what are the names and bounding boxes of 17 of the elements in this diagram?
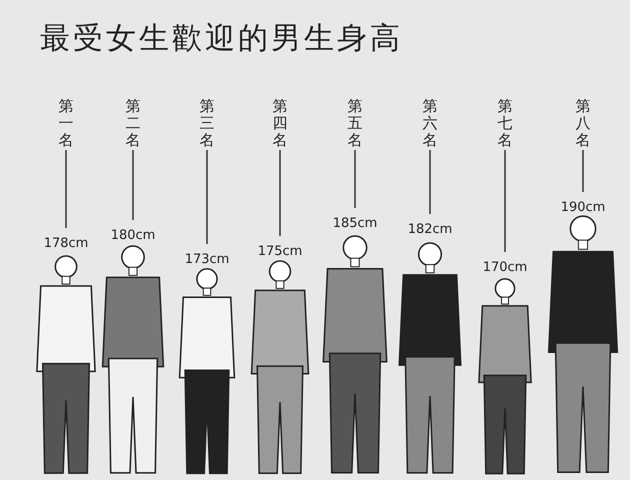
rank-label: 第二名 <box>125 98 141 149</box>
rank-label: 第三名 <box>199 98 215 149</box>
height-label: 173cm <box>184 252 230 267</box>
height-label: 175cm <box>258 244 302 259</box>
height-label: 190cm <box>560 200 606 215</box>
height-label: 182cm <box>408 222 452 237</box>
rank-label: 第七名 <box>497 98 513 149</box>
rank-label: 第五名 <box>347 98 363 149</box>
height-label: 180cm <box>110 228 156 243</box>
rank-label: 第四名 <box>272 98 288 149</box>
rank-label: 第八名 <box>575 98 591 149</box>
rank-label: 第一名 <box>58 98 74 149</box>
height-label: 178cm <box>44 236 88 251</box>
height-label: 185cm <box>332 216 378 231</box>
height-label: 170cm <box>482 260 528 275</box>
title: 最受女生歡迎的男生身高 <box>40 20 403 58</box>
rank-label: 第六名 <box>422 98 438 149</box>
